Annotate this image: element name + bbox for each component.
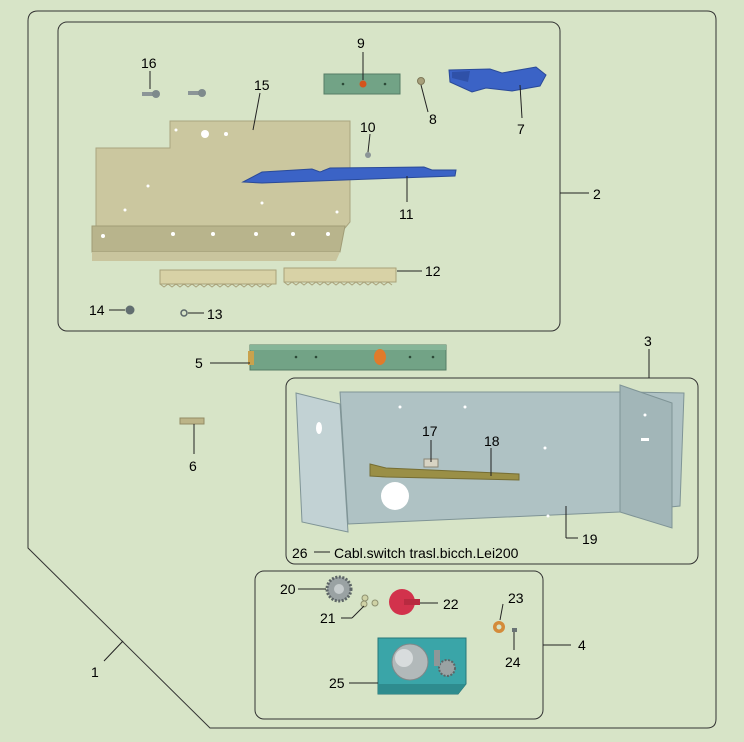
part-5-rail: [248, 344, 447, 371]
group-2-box: [57, 21, 561, 332]
callout-5: 5: [195, 355, 203, 371]
part-7-bracket: [448, 66, 547, 93]
group-3-box: [285, 377, 699, 565]
callout-20: 20: [280, 581, 296, 597]
callout-17: 17: [422, 423, 438, 439]
leader-lines: [103, 52, 650, 684]
callout-6: 6: [189, 458, 197, 474]
callout-3: 3: [644, 333, 652, 349]
part-20-gear: [325, 575, 353, 603]
part-19-panel: [295, 384, 685, 533]
part-23-washer: [493, 621, 505, 633]
part-14-knob: [125, 305, 135, 315]
part-16-screws: [142, 89, 206, 98]
callout-16: 16: [141, 55, 157, 71]
part-13-washer: [180, 309, 188, 317]
callout-18: 18: [484, 433, 500, 449]
part-25-motor: [377, 637, 467, 695]
part-6-block: [179, 417, 205, 425]
callout-21: 21: [320, 610, 336, 626]
callout-4: 4: [578, 637, 586, 653]
part-11-strip: [241, 166, 457, 184]
callout-10: 10: [360, 119, 376, 135]
callout-9: 9: [357, 35, 365, 51]
callout-24: 24: [505, 654, 521, 670]
part-10-screw: [365, 152, 371, 158]
part-26-caption: Cabl.switch trasl.bicch.Lei200: [334, 545, 519, 561]
callout-23: 23: [508, 590, 524, 606]
callout-8: 8: [429, 111, 437, 127]
callout-12: 12: [425, 263, 441, 279]
part-15-plate: [91, 120, 351, 261]
part-22-knob: [389, 589, 420, 615]
callout-7: 7: [517, 121, 525, 137]
callout-19: 19: [582, 531, 598, 547]
part-12-racks: [159, 267, 397, 288]
callout-15: 15: [254, 77, 270, 93]
callout-2: 2: [593, 186, 601, 202]
part-18-bar: [369, 463, 520, 481]
callout-11: 11: [399, 206, 414, 222]
callout-14: 14: [89, 302, 105, 318]
part-8-nut: [417, 77, 425, 85]
part-21-rollers: [360, 594, 379, 608]
callout-25: 25: [329, 675, 345, 691]
callout-22: 22: [443, 596, 459, 612]
callout-13: 13: [207, 306, 223, 322]
callout-26: 26: [292, 545, 308, 561]
callout-1: 1: [91, 664, 99, 680]
part-9-block: [323, 73, 401, 95]
assembly-1-frame: [27, 10, 717, 729]
part-24-screw: [512, 628, 517, 632]
